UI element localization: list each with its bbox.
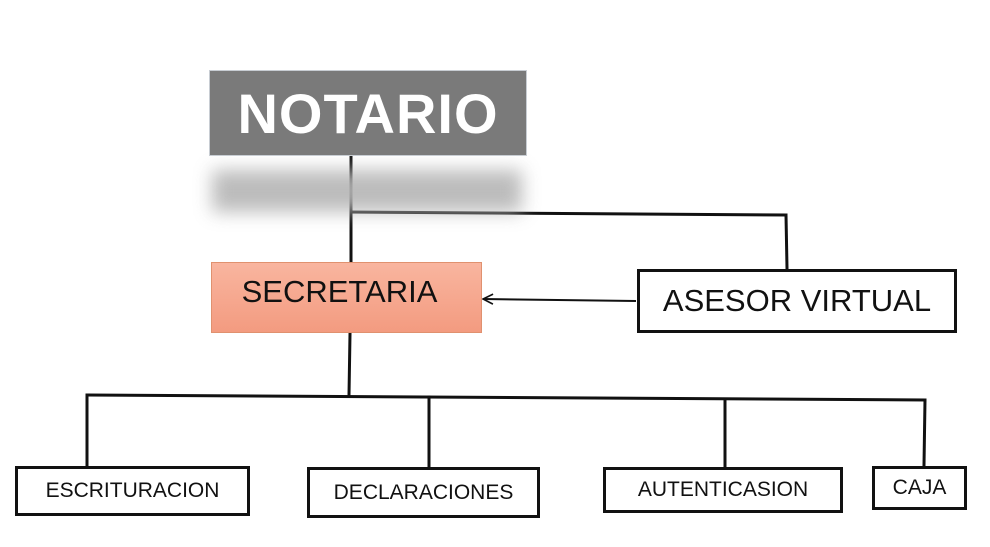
caja-box: CAJA	[872, 466, 967, 510]
escrituracion-label: ESCRITURACION	[45, 479, 220, 502]
departments-bus-line	[85, 393, 927, 402]
root-box-shadow	[212, 170, 522, 212]
secretary-down-line	[347, 332, 352, 397]
caja-label: CAJA	[892, 476, 947, 499]
autenticasion-label: AUTENTICASION	[637, 478, 809, 501]
notario-box: NOTARIO	[209, 70, 527, 156]
declaraciones-label: DECLARACIONES	[333, 480, 514, 504]
notario-label: NOTARIO	[237, 81, 499, 145]
secretaria-label: SECRETARIA	[241, 274, 438, 309]
bus-to-caja-line	[922, 398, 927, 467]
asesor-virtual-label: ASESOR VIRTUAL	[662, 283, 932, 318]
asesor-virtual-box: ASESOR VIRTUAL	[637, 269, 957, 333]
declaraciones-box: DECLARACIONES	[307, 467, 540, 518]
secretaria-box: SECRETARIA	[211, 262, 482, 333]
root-branch-line	[349, 210, 788, 217]
autenticasion-box: AUTENTICASION	[603, 467, 843, 513]
advisor-to-secretary-arrow	[483, 299, 637, 301]
branch-to-advisor-line	[784, 213, 789, 270]
escrituracion-box: ESCRITURACION	[15, 466, 250, 516]
